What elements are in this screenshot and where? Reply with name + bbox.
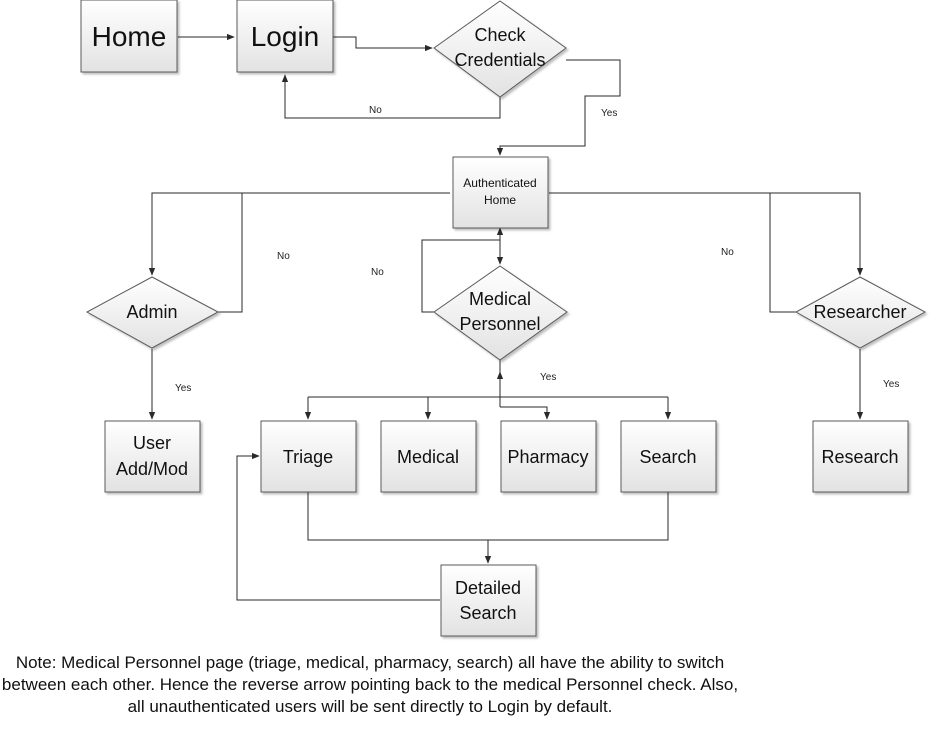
research-box: Research	[812, 420, 909, 493]
authenticated-home-label-line2: Home	[484, 193, 516, 207]
user-add-mod-label-line1: User	[133, 433, 171, 453]
medical-box: Medical	[380, 420, 477, 493]
connectors	[148, 33, 864, 601]
diagram-note: Note: Medical Personnel page (triage, me…	[1, 653, 739, 716]
flowchart: No Yes No No No Yes Yes Yes Home Login A…	[80, 0, 927, 637]
triage-box: Triage	[260, 420, 357, 493]
user-add-mod-box: User Add/Mod	[104, 420, 201, 493]
search-box: Search	[620, 420, 717, 493]
admin-yes-label: Yes	[175, 383, 191, 394]
detailed-search-label-line1: Detailed	[455, 578, 521, 598]
researcher-label: Researcher	[813, 302, 906, 322]
login-box: Login	[236, 0, 334, 73]
login-label: Login	[251, 21, 320, 52]
authenticated-home-label-line1: Authenticated	[463, 176, 536, 190]
triage-label: Triage	[283, 447, 333, 467]
pharmacy-label: Pharmacy	[507, 447, 588, 467]
research-label: Research	[821, 447, 898, 467]
check-no-label: No	[369, 105, 382, 116]
search-label: Search	[639, 447, 696, 467]
pharmacy-box: Pharmacy	[500, 420, 597, 493]
check-credentials-label-line2: Credentials	[454, 50, 545, 70]
medical-yes-label: Yes	[540, 372, 556, 383]
user-add-mod-label-line2: Add/Mod	[116, 459, 188, 479]
check-no-to-login-arrow	[281, 74, 501, 119]
login-to-check-arrow	[333, 36, 433, 52]
detailed-search-box: Detailed Search	[440, 564, 537, 637]
admin-label: Admin	[126, 302, 177, 322]
check-yes-to-authhome-arrow	[496, 59, 621, 156]
authhome-to-researcher-arrow	[549, 192, 864, 276]
triage-search-to-detail-line	[307, 492, 669, 541]
check-credentials-diamond: Check Credentials	[433, 0, 567, 98]
medical-no-label: No	[371, 267, 384, 278]
home-label: Home	[92, 21, 167, 52]
researcher-yes-label: Yes	[883, 379, 899, 390]
medical-label: Medical	[397, 447, 459, 467]
medical-personnel-label-line1: Medical	[469, 289, 531, 309]
detailed-search-to-triage-arrow	[236, 452, 440, 601]
medical-no-line	[421, 239, 500, 313]
authenticated-home-box: Authenticated Home	[452, 156, 549, 229]
admin-no-label: No	[277, 251, 290, 262]
home-box: Home	[80, 0, 178, 73]
authhome-to-admin-arrow	[148, 192, 450, 276]
check-credentials-label-line1: Check	[474, 25, 526, 45]
researcher-no-line	[769, 193, 796, 313]
detailed-search-label-line2: Search	[459, 603, 516, 623]
check-yes-label: Yes	[601, 108, 617, 119]
researcher-no-label: No	[721, 247, 734, 258]
researcher-diamond: Researcher	[794, 276, 927, 349]
medical-personnel-label-line2: Personnel	[459, 314, 540, 334]
admin-diamond: Admin	[85, 276, 220, 349]
admin-no-line	[218, 193, 243, 313]
medical-personnel-diamond: Medical Personnel	[433, 265, 568, 361]
to-pharmacy-arrow	[500, 406, 551, 420]
